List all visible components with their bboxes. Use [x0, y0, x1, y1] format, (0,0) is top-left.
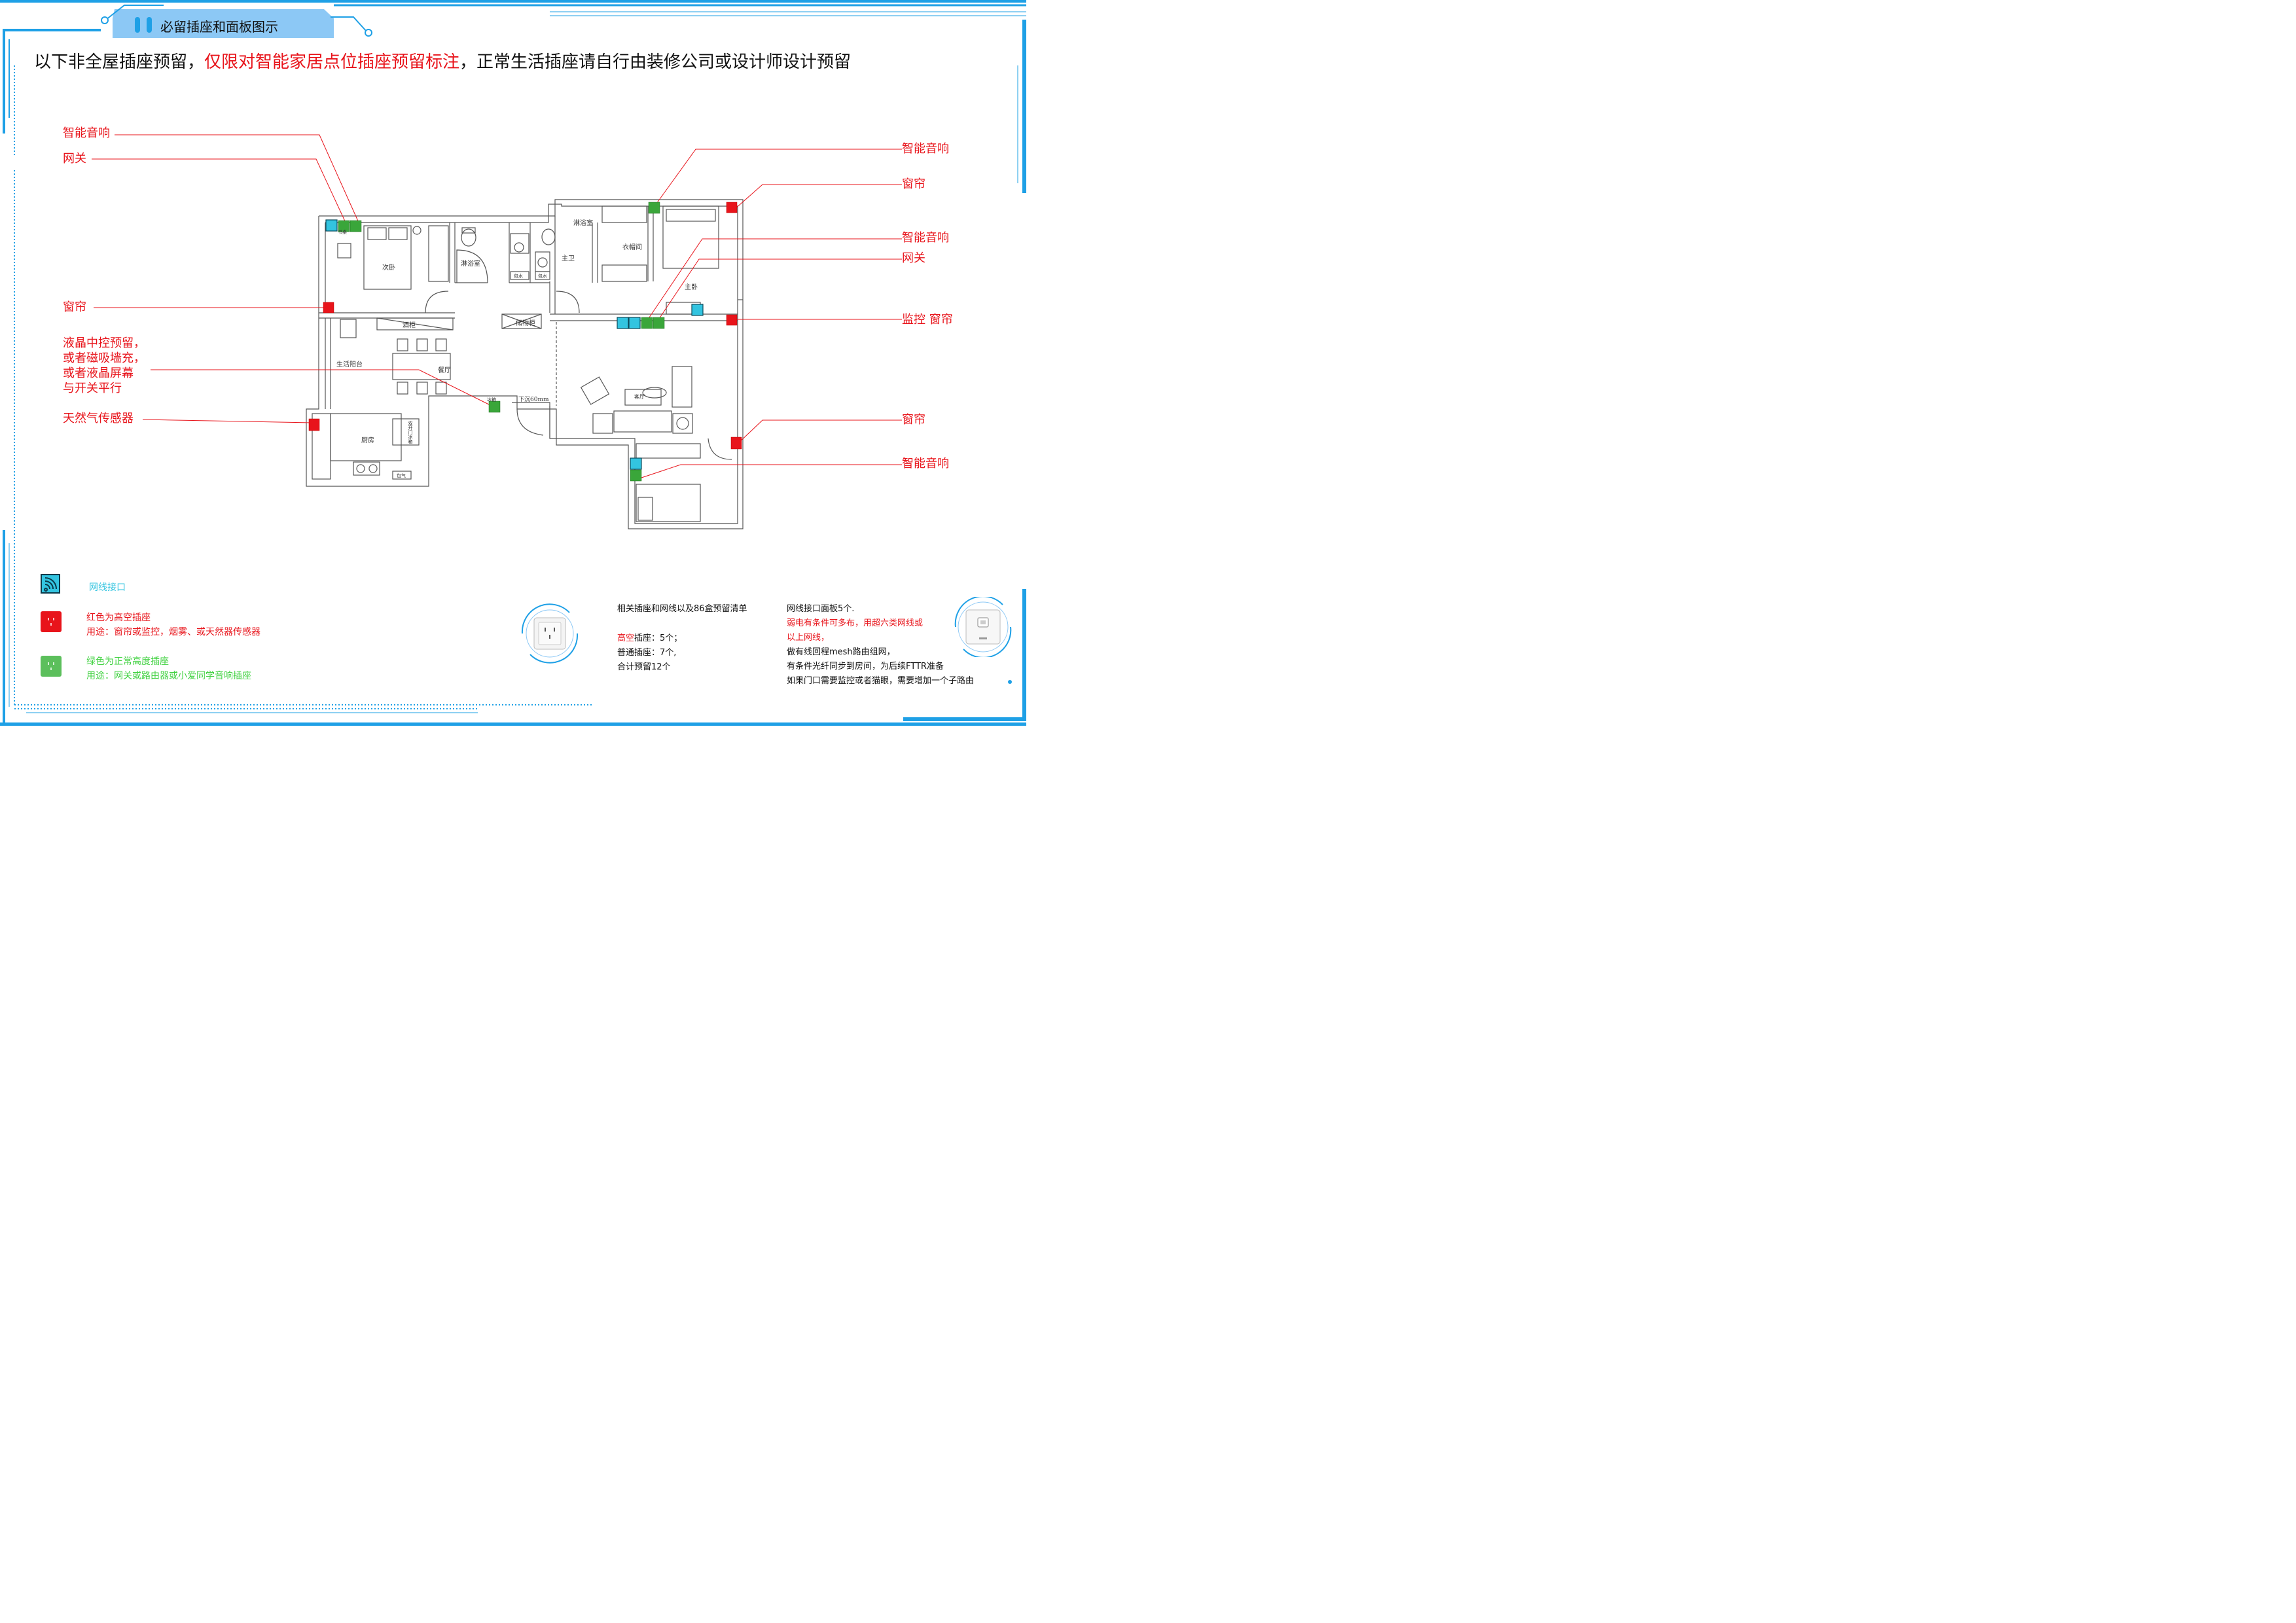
- room-label-balcony: 生活阳台: [336, 361, 363, 368]
- callout-lcd-line-3: 或者液晶屏幕: [63, 366, 134, 380]
- checklist-normal: 普通插座：7个,: [617, 648, 677, 658]
- legend-green-usage: 用途：网关或路由器或小爱同学音响插座: [86, 671, 251, 681]
- network-note-3: 以上网线，: [787, 633, 830, 643]
- network-port-icon: [41, 574, 60, 594]
- callout-lcd-line-1: 液晶中控预留，: [63, 336, 145, 350]
- callout-lcd-line-4: 与开关平行: [63, 382, 122, 395]
- room-label-wine-cabinet: 酒柜: [403, 322, 416, 329]
- room-label-fridge: 双开门冰箱: [408, 421, 413, 444]
- network-note-2: 弱电有条件可多布，用超六类网线或: [787, 618, 924, 628]
- checklist-high-prefix: 高空: [617, 633, 635, 643]
- legend-red-usage: 用途：窗帘或监控，烟雾、或天然器传感器: [86, 627, 260, 637]
- callout-lcd-line-2: 或者磁吸墙充，: [63, 351, 145, 365]
- checklist-total: 合计预留12个: [617, 662, 671, 672]
- room-label-shower-2: 淋浴室: [573, 220, 593, 227]
- callout-smart-speaker-3: 智能音响: [902, 231, 949, 245]
- callout-gateway-2: 网关: [902, 251, 925, 265]
- room-label-pipe-1: 包水: [514, 274, 523, 279]
- callout-monitor-curtain: 监控 窗帘: [902, 313, 953, 327]
- callout-gateway-1: 网关: [63, 152, 86, 166]
- legend-green-title: 绿色为正常高度插座: [86, 656, 169, 667]
- callout-curtain-2: 窗帘: [902, 177, 925, 191]
- network-note-6: 如果门口需要监控或者猫眼，需要增加一个子路由: [787, 676, 975, 686]
- room-label-pipe-2: 包水: [538, 274, 547, 279]
- legend-red-title: 红色为高空插座: [86, 613, 151, 623]
- room-label-fridge-short: 冰箱: [487, 397, 496, 402]
- headline-highlight: 仅限对智能家居点位插座预留标注: [204, 52, 460, 72]
- callout-smart-speaker-1: 智能音响: [63, 126, 110, 140]
- checklist-title: 相关插座和网线以及86盒预留清单: [617, 604, 747, 614]
- section-tab-title: 必留插座和面板图示: [160, 19, 278, 35]
- network-panel-icon: [954, 597, 1012, 657]
- room-label-study: 书桌: [338, 230, 347, 235]
- checklist-high-suffix: 插座：5个；: [634, 633, 683, 643]
- room-label-second-bedroom: 次卧: [382, 264, 395, 272]
- room-label-master-bath: 主卫: [562, 255, 575, 262]
- decorative-frame: [0, 0, 1026, 726]
- room-label-storage-cabinet: 储物柜: [516, 320, 535, 327]
- page-headline: 以下非全屋插座预留，仅限对智能家居点位插座预留标注，正常生活插座请自行由装修公司…: [34, 48, 851, 73]
- callout-smart-speaker-2: 智能音响: [902, 142, 949, 156]
- network-note-1: 网线接口面板5个.: [787, 604, 855, 614]
- room-label-living: 客厅: [634, 394, 645, 400]
- room-label-pipe-3: 包气: [397, 473, 406, 478]
- checklist-high: 高空插座：5个；: [617, 632, 682, 646]
- network-note-4: 做有线回程mesh路由组网，: [787, 647, 895, 657]
- network-note-5: 有条件光纤同步到房间，为后续FTTR准备: [787, 662, 944, 671]
- callout-curtain-3: 窗帘: [902, 413, 925, 427]
- normal-socket-icon: [41, 656, 62, 677]
- room-label-cloakroom: 衣帽间: [622, 244, 642, 251]
- headline-part1: 以下非全屋插座预留，: [34, 52, 205, 72]
- wall-socket-panel-icon: [521, 603, 579, 664]
- headline-part2: ，正常生活插座请自行由装修公司或设计师设计预留: [459, 52, 852, 72]
- room-label-master-bedroom: 主卧: [685, 284, 698, 291]
- legend-network-label: 网线接口: [89, 582, 126, 593]
- callout-curtain-1: 窗帘: [63, 300, 86, 314]
- callout-gas-sensor: 天然气传感器: [63, 412, 134, 425]
- room-label-shower-1: 淋浴室: [461, 260, 480, 268]
- floor-plan: [92, 134, 902, 529]
- high-socket-icon: [41, 611, 62, 632]
- room-label-kitchen: 厨房: [361, 437, 374, 444]
- room-label-sunken: 下沉60mm: [518, 397, 549, 403]
- room-label-dining: 餐厅: [438, 367, 451, 374]
- callout-smart-speaker-4: 智能音响: [902, 457, 949, 471]
